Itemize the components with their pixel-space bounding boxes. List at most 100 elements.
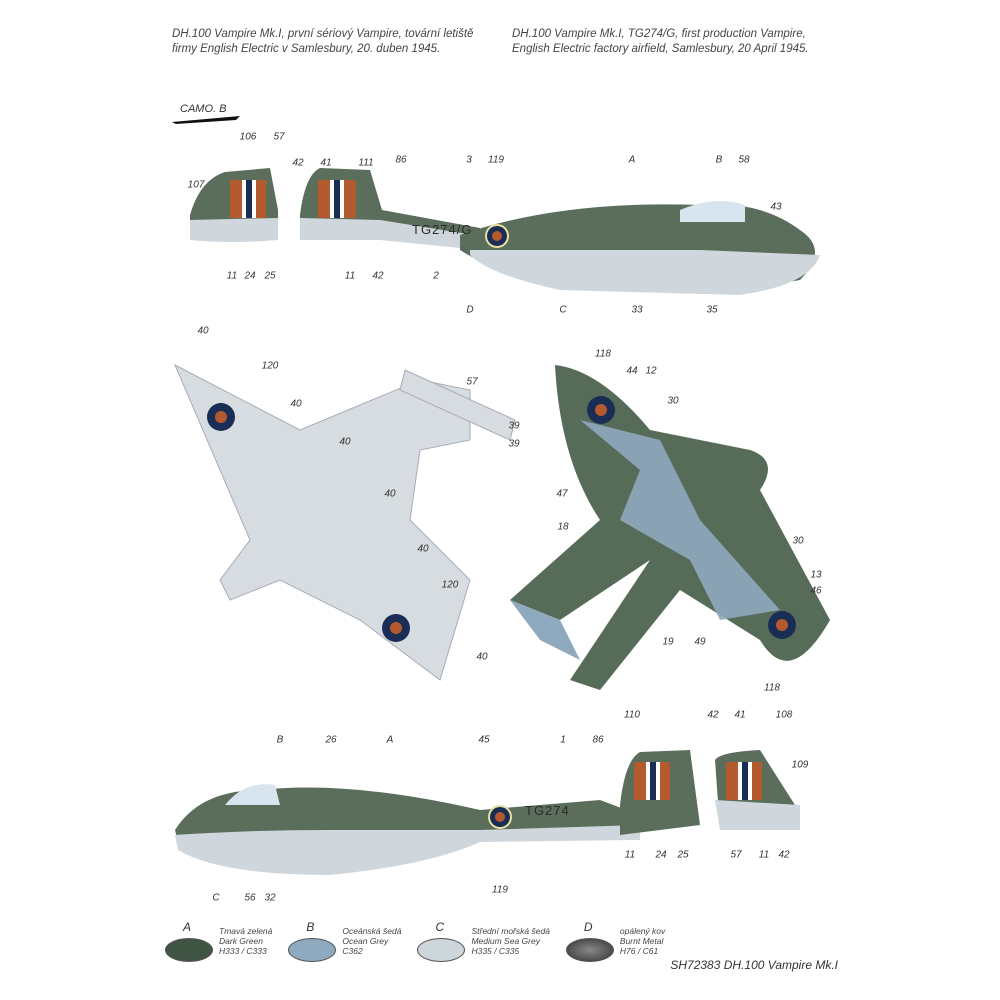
legend-letter: B [306,920,315,934]
callout: 40 [476,651,488,663]
callout: 56 [244,892,256,904]
legend-cz: Střední mořská šedá [471,926,550,936]
callout: 13 [810,569,822,581]
callout: 120 [441,579,459,591]
callout: 106 [239,131,257,143]
callout: 86 [395,154,407,166]
callout: 49 [694,636,706,648]
callout: 45 [478,734,490,746]
callout: B [276,734,284,746]
callout: 109 [791,759,809,771]
callout: C [559,304,567,316]
callout: D [466,304,474,316]
product-code-footer: SH72383 DH.100 Vampire Mk.I [670,958,838,972]
topside-view [510,365,830,690]
callout: 2 [433,270,439,282]
color-swatch [565,938,614,962]
callout: 40 [417,543,429,555]
callout: 26 [325,734,337,746]
legend-letter: D [583,920,593,934]
callout: 30 [792,535,804,547]
legend-code: H333 / C333 [219,946,267,956]
callout: 43 [770,201,782,213]
callout: 57 [730,849,742,861]
color-swatch [165,938,213,962]
callout: 42 [778,849,790,861]
side-view-right [175,750,800,875]
callout: 39 [508,420,520,432]
callout: 11 [344,270,356,282]
legend-cz: Oceánská šedá [342,926,402,936]
callout: 12 [645,365,657,377]
callout: A [386,734,394,746]
callout: B [715,154,723,166]
color-swatch [288,938,337,962]
registration-marking: TG274/G [412,222,473,237]
legend-letter: A [183,920,192,934]
callout: 25 [677,849,689,861]
legend-en: Ocean Grey [342,936,389,946]
callout: 24 [655,849,667,861]
callout: 19 [662,636,674,648]
callout: 42 [707,709,719,721]
callout: 58 [738,154,750,166]
callout: 11 [226,270,238,282]
callout: 25 [264,270,276,282]
callout: 120 [261,360,279,372]
callout: 11 [624,849,636,861]
legend-cz: opálený kov [619,926,666,936]
caption-czech: DH.100 Vampire Mk.I, první sériový Vampi… [172,27,473,57]
callout: 86 [592,734,604,746]
callout: 41 [320,157,332,169]
callout: 119 [492,884,508,896]
callout: 40 [339,436,351,448]
legend-en: Dark Green [219,936,263,946]
callout: 108 [775,709,793,721]
callout: 33 [631,304,643,316]
callout: A [628,154,636,166]
callout: 42 [372,270,384,282]
legend-cz: Tmavá zelená [219,926,273,936]
callout: 35 [706,304,718,316]
callout: C [212,892,220,904]
callout: 57 [466,376,478,388]
callout: 47 [556,488,568,500]
legend-letter: C [435,920,445,934]
callout: 39 [508,438,520,450]
color-swatch [417,938,466,962]
callout: 46 [810,585,822,597]
legend-code: C362 [342,946,363,956]
callout: 107 [187,179,205,191]
legend-code: H335 / C335 [471,946,520,956]
side-view-left [190,168,820,295]
callout: 41 [734,709,746,721]
callout: 40 [384,488,396,500]
caption-line: DH.100 Vampire Mk.I, TG274/G, first prod… [512,28,806,40]
callout: 118 [764,682,780,694]
callout: 57 [273,131,285,143]
callout: 119 [488,154,504,166]
callout: 110 [624,709,640,721]
callout: 44 [626,365,638,377]
caption-line: English Electric factory airfield, Samle… [512,43,809,55]
legend-en: Burnt Metal [619,936,664,946]
callout: 18 [557,521,569,533]
callout: 40 [290,398,302,410]
registration-marking: TG274 [525,803,570,818]
caption-line: firmy English Electric v Samlesbury, 20.… [172,43,441,55]
camo-label: CAMO. B [180,103,227,115]
caption-line: DH.100 Vampire Mk.I, první sériový Vampi… [172,28,474,40]
legend-en: Medium Sea Grey [471,936,540,946]
callout: 32 [264,892,276,904]
underside-view [173,363,516,681]
caption-english: DH.100 Vampire Mk.I, TG274/G, first prod… [512,27,809,57]
callout: 24 [244,270,256,282]
callout: 111 [358,157,374,169]
